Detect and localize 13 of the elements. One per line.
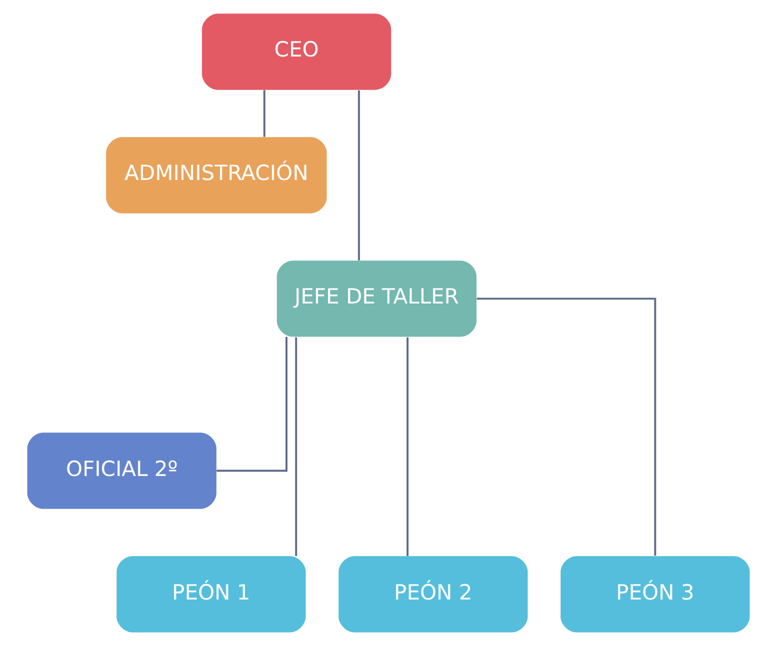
- connector: [476, 298, 656, 556]
- node-box: JEFE DE TALLER: [276, 260, 477, 337]
- node-box: OFICIAL 2º: [27, 432, 216, 509]
- node-box: PEÓN 3: [560, 556, 750, 632]
- connector: [358, 90, 360, 260]
- connector: [216, 336, 288, 472]
- node-box: PEÓN 2: [338, 556, 528, 632]
- node-box: ADMINISTRACIÓN: [106, 137, 327, 214]
- connector: [295, 337, 298, 556]
- node-box: PEÓN 1: [116, 556, 306, 632]
- connector: [406, 337, 409, 556]
- connector: [263, 90, 266, 137]
- node-box: CEO: [202, 14, 392, 90]
